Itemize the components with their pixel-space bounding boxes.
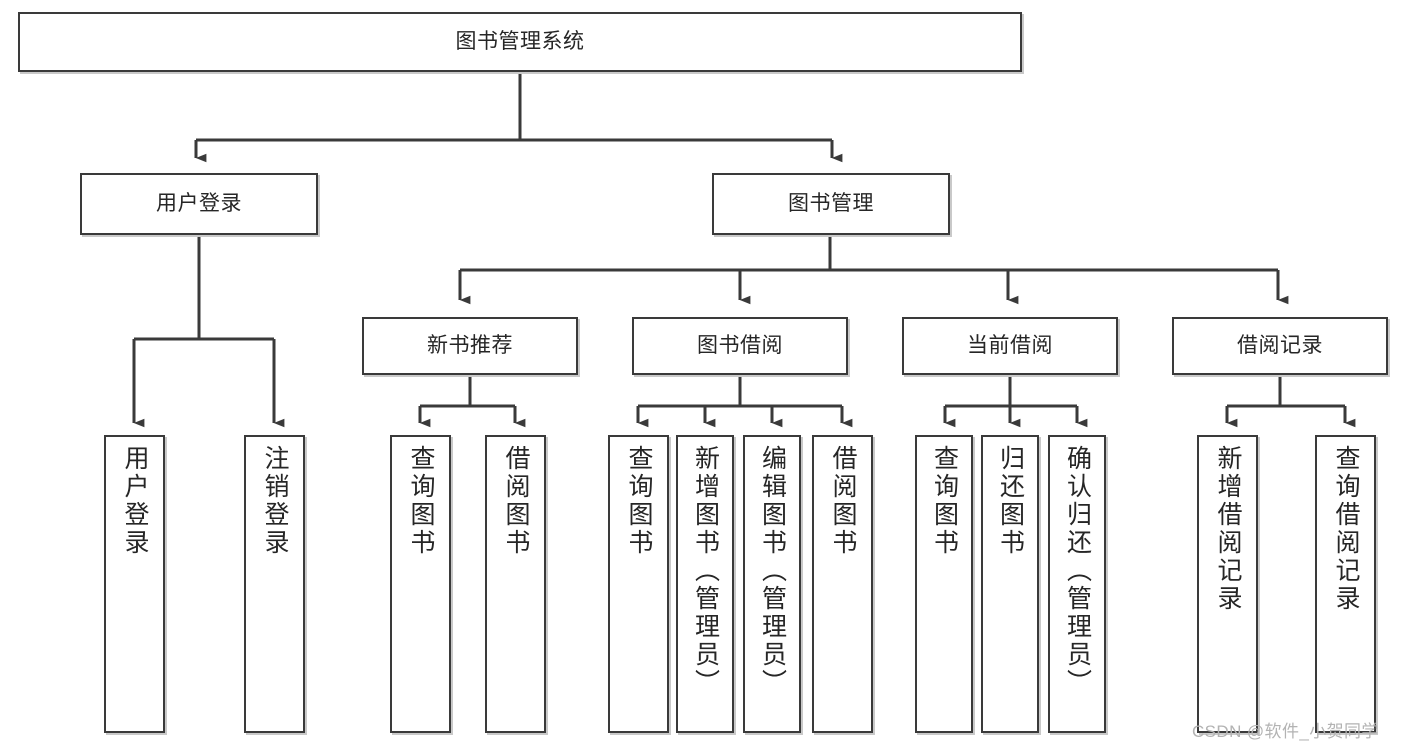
node-book-borrow[interactable]: 图书借阅 <box>632 317 848 375</box>
node-leaf-add-record[interactable]: 新增借阅记录 <box>1197 435 1258 733</box>
node-leaf-borrow-book-2[interactable]: 借阅图书 <box>812 435 873 733</box>
node-leaf-return-book-label: 归还图书 <box>996 445 1025 557</box>
node-leaf-confirm-return[interactable]: 确认归还（管理员） <box>1048 435 1106 733</box>
node-leaf-borrow-book-1-label: 借阅图书 <box>502 445 530 557</box>
node-leaf-add-book[interactable]: 新增图书（管理员） <box>676 435 734 733</box>
node-leaf-query-book-1[interactable]: 查询图书 <box>390 435 451 733</box>
node-leaf-user-logout[interactable]: 注销登录 <box>244 435 305 733</box>
node-leaf-return-book[interactable]: 归还图书 <box>981 435 1039 733</box>
node-leaf-query-book-2-label: 查询图书 <box>625 445 653 557</box>
node-borrow-record-label: 借阅记录 <box>1237 333 1323 357</box>
node-leaf-query-record[interactable]: 查询借阅记录 <box>1315 435 1376 733</box>
node-leaf-borrow-book-1[interactable]: 借阅图书 <box>485 435 546 733</box>
node-borrow-record[interactable]: 借阅记录 <box>1172 317 1388 375</box>
node-leaf-edit-book[interactable]: 编辑图书（管理员） <box>743 435 801 733</box>
node-new-book-rec-label: 新书推荐 <box>427 333 513 357</box>
node-leaf-user-login[interactable]: 用户登录 <box>104 435 165 733</box>
node-leaf-query-book-2[interactable]: 查询图书 <box>608 435 669 733</box>
node-leaf-borrow-book-2-label: 借阅图书 <box>829 445 857 557</box>
node-leaf-query-book-1-label: 查询图书 <box>407 445 435 557</box>
node-book-manage-label: 图书管理 <box>788 191 874 215</box>
node-leaf-query-record-label: 查询借阅记录 <box>1332 445 1360 613</box>
node-leaf-edit-book-label: 编辑图书（管理员） <box>758 445 787 697</box>
node-root[interactable]: 图书管理系统 <box>18 12 1022 72</box>
node-user-login[interactable]: 用户登录 <box>80 173 318 235</box>
node-leaf-query-book-3-label: 查询图书 <box>930 445 959 557</box>
node-book-borrow-label: 图书借阅 <box>697 333 783 357</box>
node-leaf-user-login-label: 用户登录 <box>121 445 149 557</box>
node-leaf-add-book-label: 新增图书（管理员） <box>691 445 720 697</box>
node-current-borrow[interactable]: 当前借阅 <box>902 317 1118 375</box>
node-user-login-label: 用户登录 <box>156 191 242 215</box>
node-book-manage[interactable]: 图书管理 <box>712 173 950 235</box>
node-leaf-add-record-label: 新增借阅记录 <box>1214 445 1242 613</box>
node-leaf-query-book-3[interactable]: 查询图书 <box>915 435 973 733</box>
node-leaf-user-logout-label: 注销登录 <box>261 445 289 557</box>
node-leaf-confirm-return-label: 确认归还（管理员） <box>1063 445 1092 697</box>
node-current-borrow-label: 当前借阅 <box>967 333 1053 357</box>
node-new-book-rec[interactable]: 新书推荐 <box>362 317 578 375</box>
csdn-watermark: CSDN @软件_小贺同学 <box>1192 722 1379 741</box>
node-root-label: 图书管理系统 <box>455 29 585 53</box>
